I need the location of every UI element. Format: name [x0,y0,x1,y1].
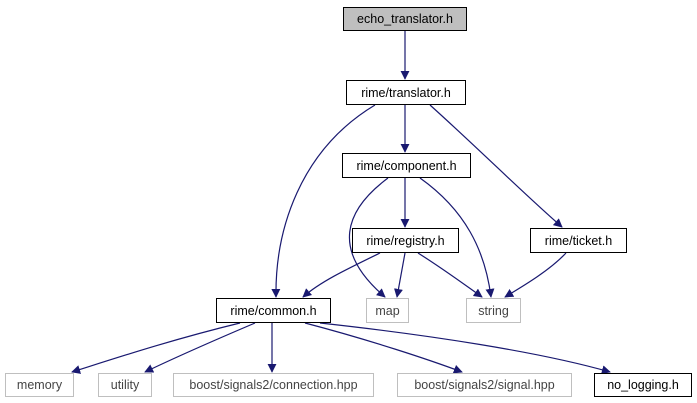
edge-registry-to-map [394,252,406,298]
node-common[interactable]: rime/common.h [216,298,331,323]
node-connection: boost/signals2/connection.hpp [173,373,374,397]
node-echo-translator: echo_translator.h [343,7,467,31]
node-translator[interactable]: rime/translator.h [346,80,466,105]
edge-component-to-map [348,177,389,298]
edge-common-to-no-logging [319,322,611,375]
node-component[interactable]: rime/component.h [342,153,471,178]
node-no-logging[interactable]: no_logging.h [594,373,692,397]
edge-component-to-string [419,177,495,298]
edge-ticket-to-string [504,252,567,298]
edge-registry-to-common [302,252,381,298]
edge-registry-to-string [417,252,483,298]
node-memory: memory [5,373,74,397]
node-utility: utility [98,373,152,397]
node-string: string [466,298,521,323]
node-map: map [366,298,409,323]
node-signal: boost/signals2/signal.hpp [397,373,572,397]
edge-common-to-memory [71,322,241,374]
edge-translator-to-ticket [429,104,563,228]
node-registry[interactable]: rime/registry.h [352,228,459,253]
edge-common-to-signal [304,322,463,374]
edge-common-to-utility [144,322,256,373]
node-ticket[interactable]: rime/ticket.h [530,228,627,253]
edge-translator-to-common [271,104,376,298]
